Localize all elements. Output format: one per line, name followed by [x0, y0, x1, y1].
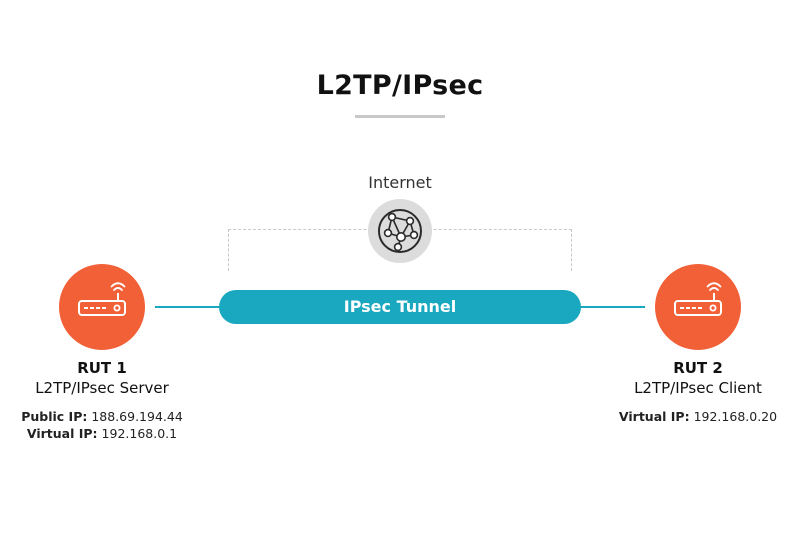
- title-underline: [355, 115, 445, 118]
- public-ip-label: Public IP:: [21, 409, 88, 424]
- virtual-ip-value: 192.168.0.20: [693, 409, 778, 424]
- globe-network-icon: [368, 199, 432, 263]
- router-icon: [59, 264, 145, 350]
- client-role: L2TP/IPsec Client: [634, 379, 762, 397]
- connection-line-left: [155, 306, 225, 308]
- public-ip-value: 188.69.194.44: [91, 409, 183, 424]
- router-icon: [655, 264, 741, 350]
- virtual-ip-value: 192.168.0.1: [101, 426, 178, 441]
- ipsec-tunnel: IPsec Tunnel: [219, 290, 581, 324]
- server-public-ip: Public IP: 188.69.194.44: [2, 409, 202, 424]
- client-virtual-ip: Virtual IP: 192.168.0.20: [598, 409, 798, 424]
- server-virtual-ip: Virtual IP: 192.168.0.1: [2, 426, 202, 441]
- diagram-title: L2TP/IPsec: [316, 70, 484, 101]
- virtual-ip-label: Virtual IP:: [618, 409, 690, 424]
- server-role: L2TP/IPsec Server: [35, 379, 169, 397]
- connection-line-right: [575, 306, 645, 308]
- virtual-ip-label: Virtual IP:: [26, 426, 98, 441]
- internet-label: Internet: [368, 173, 432, 192]
- server-name: RUT 1: [77, 359, 127, 377]
- client-name: RUT 2: [673, 359, 723, 377]
